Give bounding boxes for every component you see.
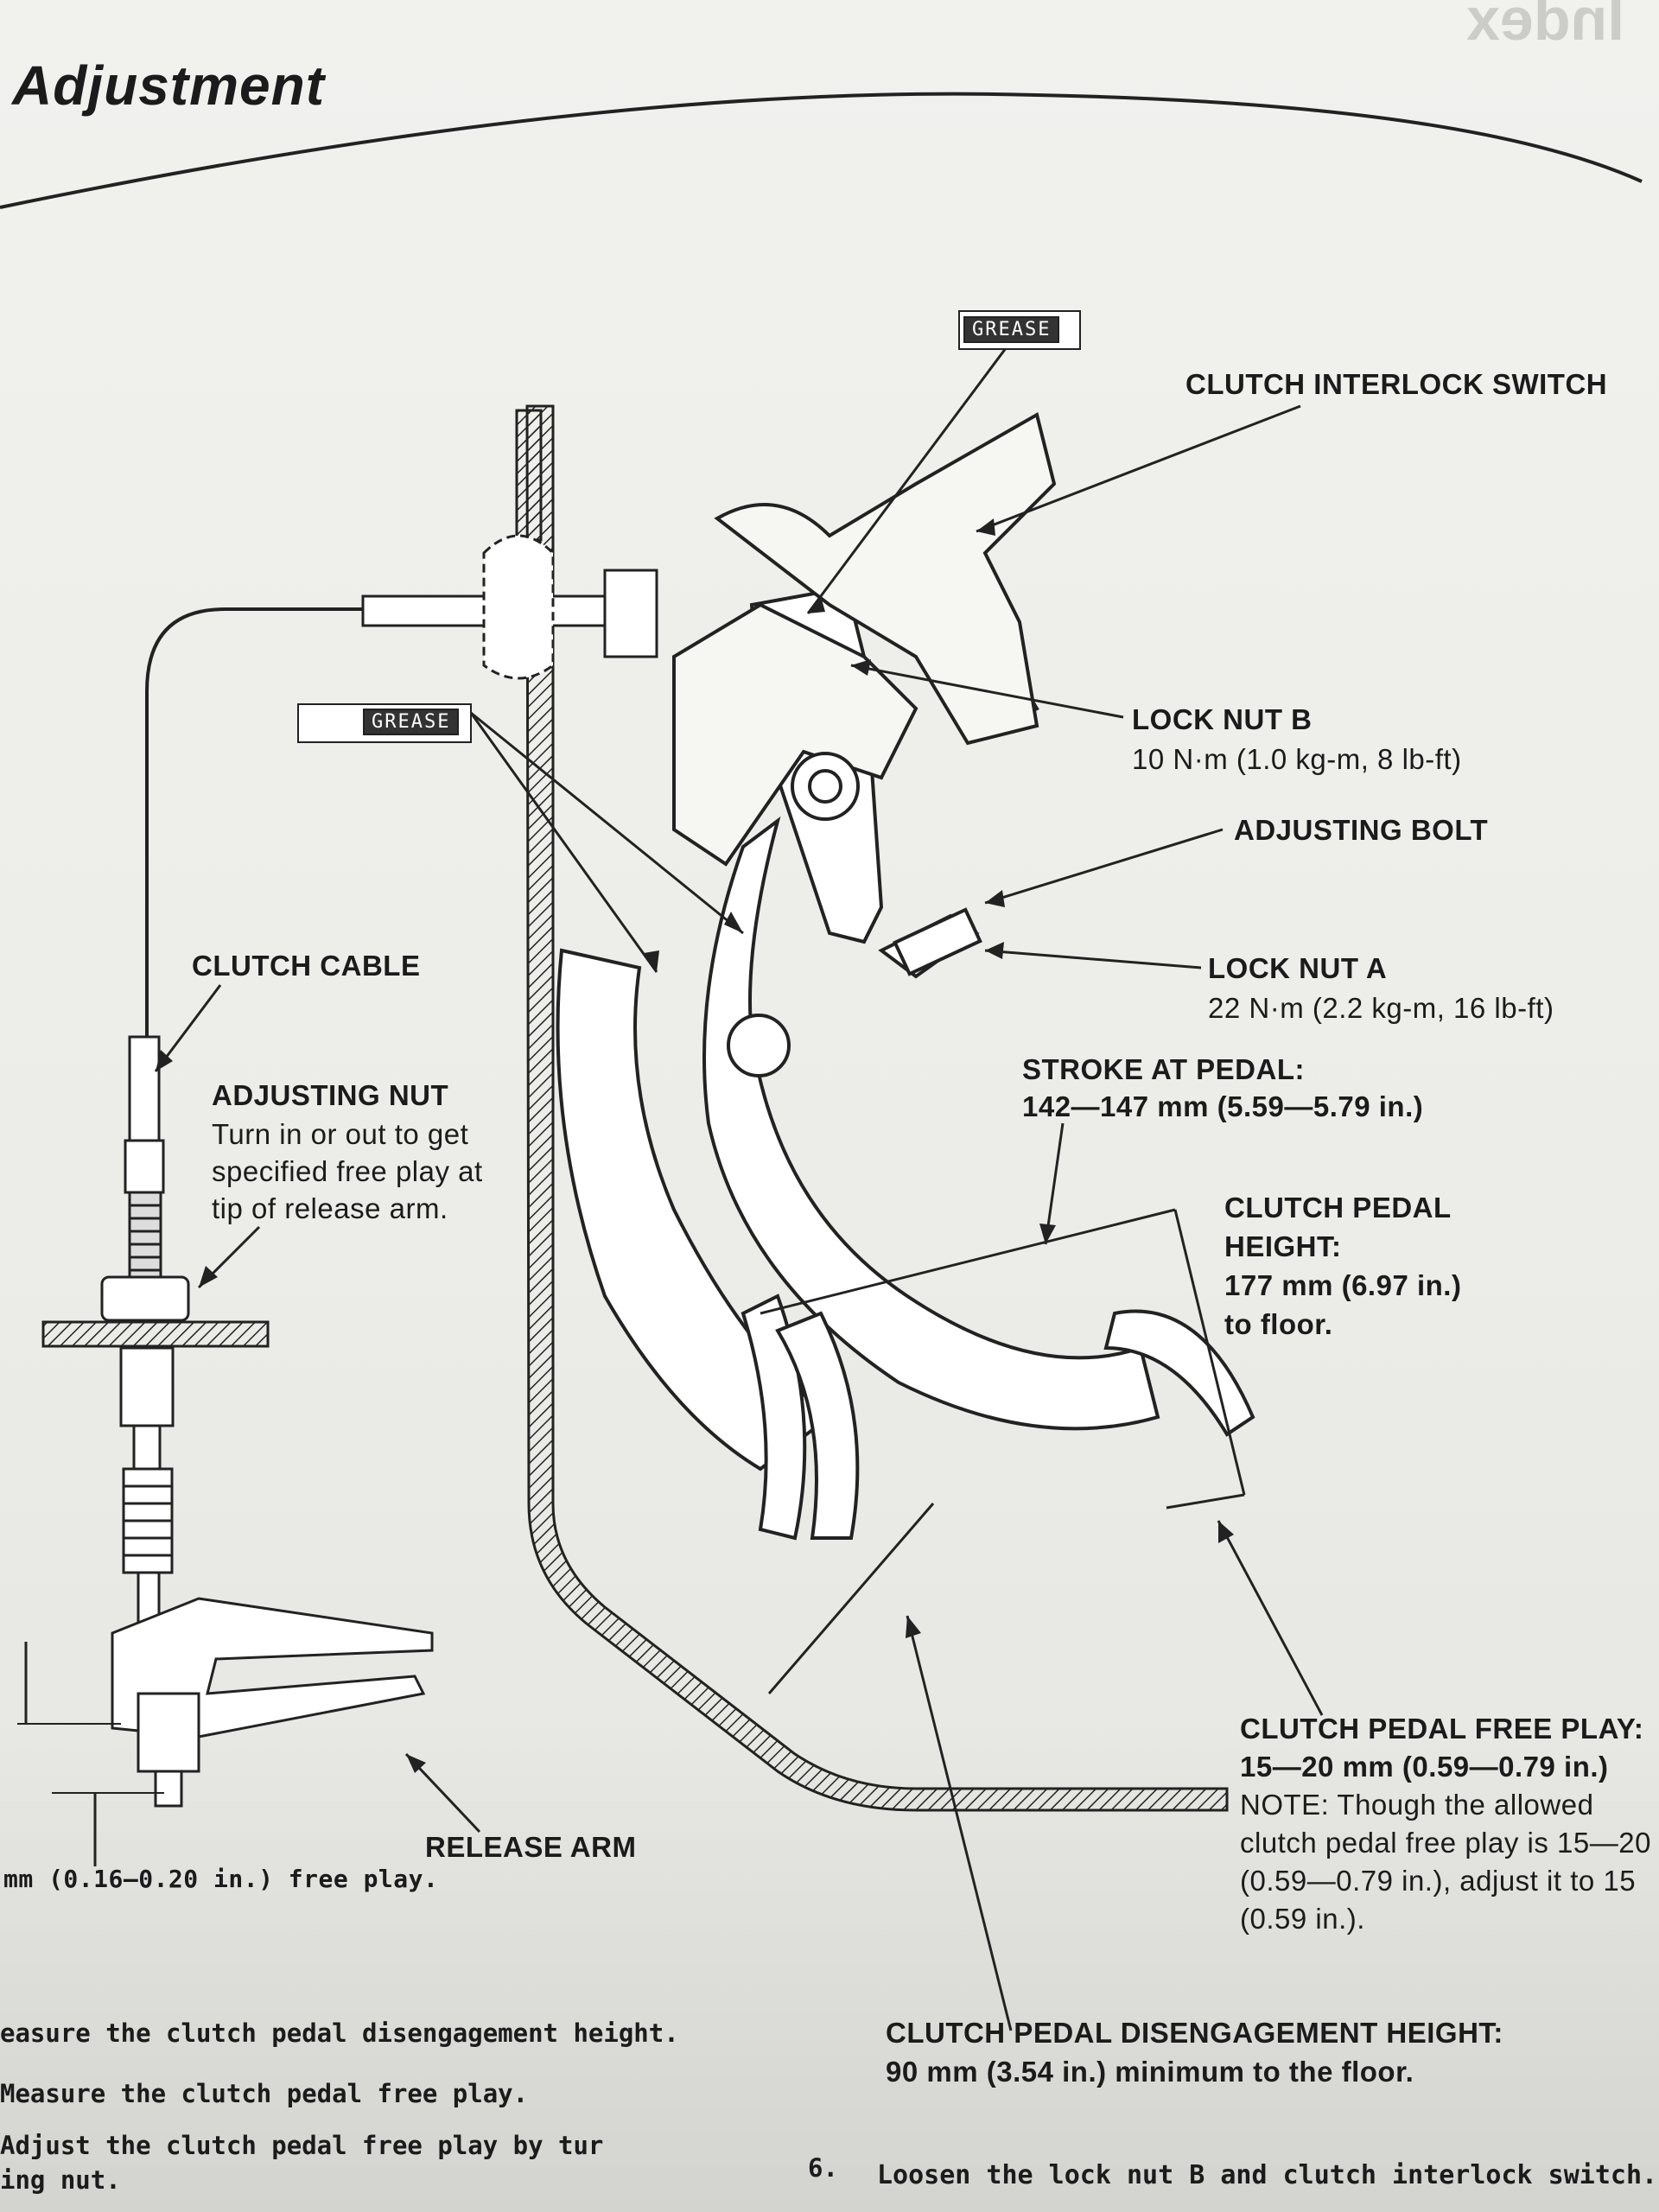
firewall-panel — [525, 404, 1229, 1812]
footer-step-disengagement: easure the clutch pedal disengagement he… — [0, 2018, 679, 2048]
page-title: Adjustment — [12, 54, 325, 117]
disengage-dim-line — [767, 1503, 935, 1694]
label-stroke-title: STROKE AT PEDAL: — [1022, 1053, 1305, 1085]
adjusting-nut-shape — [100, 1275, 190, 1322]
label-stroke-value: 142—147 mm (5.59—5.79 in.) — [1022, 1090, 1424, 1122]
footer-step-adjust: Adjust the clutch pedal free play by tur — [0, 2131, 604, 2160]
label-note-3: (0.59—0.79 in.), adjust it to 15 — [1240, 1865, 1637, 1897]
label-note-4: (0.59 in.). — [1240, 1903, 1365, 1935]
label-pedal-height-1: CLUTCH PEDAL — [1224, 1192, 1452, 1224]
label-pedal-height-2: HEIGHT: — [1224, 1230, 1342, 1262]
firewall-top — [515, 409, 543, 542]
footer-step-text: Loosen the lock nut B and clutch interlo… — [877, 2160, 1658, 2190]
grease-tag-top: GREASE — [963, 316, 1060, 343]
label-disengage-value: 90 mm (3.54 in.) minimum to the floor. — [886, 2056, 1414, 2088]
label-clutch-interlock-switch: CLUTCH INTERLOCK SWITCH — [1185, 368, 1608, 400]
label-adjusting-nut-line3: tip of release arm. — [212, 1192, 448, 1224]
label-lock-nut-b: LOCK NUT B — [1132, 703, 1313, 735]
label-release-free-play: mm (0.16—0.20 in.) free play. — [3, 1865, 439, 1893]
footer-step-free-play: Measure the clutch pedal free play. — [0, 2079, 529, 2108]
header-rule — [0, 92, 1643, 209]
label-lock-nut-a-torque: 22 N·m (2.2 kg-m, 16 lb-ft) — [1208, 992, 1554, 1024]
label-disengage-title: CLUTCH PEDAL DISENGAGEMENT HEIGHT: — [886, 2017, 1503, 2049]
label-lock-nut-a: LOCK NUT A — [1208, 952, 1388, 984]
label-free-play-value: 15—20 mm (0.59—0.79 in.) — [1240, 1751, 1609, 1783]
label-note-2: clutch pedal free play is 15—20 — [1240, 1827, 1651, 1859]
label-lock-nut-b-torque: 10 N·m (1.0 kg-m, 8 lb-ft) — [1132, 743, 1462, 775]
cable-sleeve — [128, 1035, 161, 1142]
stroke-dim-line — [760, 1208, 1176, 1315]
label-pedal-height-4: to floor. — [1224, 1308, 1333, 1340]
footer-step-number: 6. — [808, 2153, 838, 2183]
threaded-rod — [128, 1191, 162, 1281]
label-adjusting-nut: ADJUSTING NUT — [212, 1079, 449, 1111]
footer-step-adjust-cont: ing nut. — [0, 2165, 121, 2195]
clutch-cable-line — [145, 607, 363, 1037]
label-pedal-height-3: 177 mm (6.97 in.) — [1224, 1269, 1462, 1301]
label-free-play-title: CLUTCH PEDAL FREE PLAY: — [1240, 1713, 1644, 1745]
height-dim-line — [1173, 1209, 1246, 1496]
grease-tag-left: GREASE — [363, 709, 460, 735]
label-adjusting-bolt: ADJUSTING BOLT — [1234, 814, 1489, 846]
label-release-arm: RELEASE ARM — [425, 1831, 637, 1863]
label-note-1: NOTE: Though the allowed — [1240, 1789, 1594, 1821]
label-adjusting-nut-line1: Turn in or out to get — [212, 1118, 469, 1150]
label-clutch-cable: CLUTCH CABLE — [192, 950, 421, 982]
leader-lines — [154, 340, 1324, 2031]
pedal-assembly — [556, 411, 1255, 1541]
bracket-plate — [41, 1320, 270, 1348]
label-adjusting-nut-line2: specified free play at — [212, 1155, 483, 1187]
page-shadow — [0, 1728, 1659, 2212]
